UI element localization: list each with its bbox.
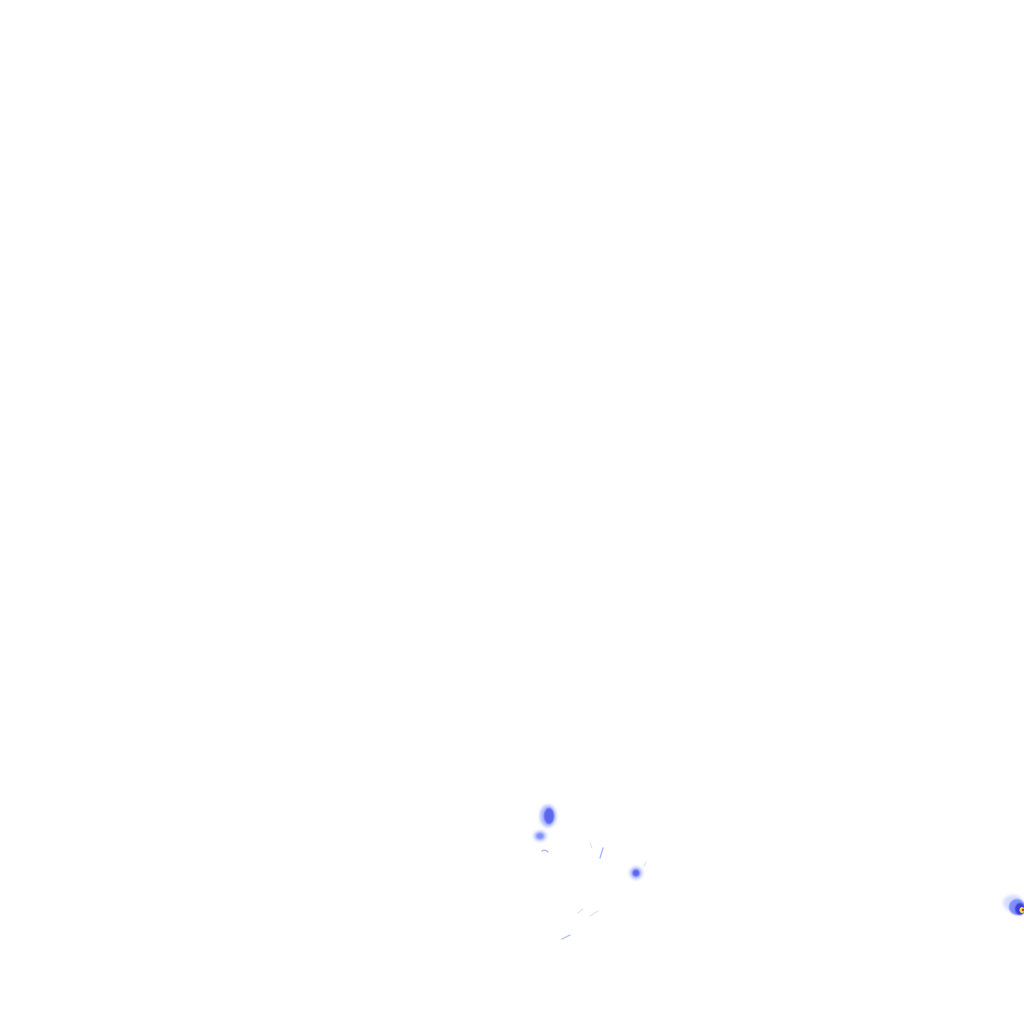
precip-cell-sw bbox=[534, 831, 546, 841]
precip-streak-3 bbox=[561, 934, 571, 940]
precip-cell-edge-intense bbox=[1003, 895, 1024, 915]
precip-cell-main bbox=[540, 805, 556, 827]
precip-streak-2 bbox=[577, 908, 599, 917]
precip-cell-east bbox=[630, 861, 647, 879]
precip-speck-1 bbox=[541, 849, 549, 853]
precip-streak-1 bbox=[589, 842, 604, 859]
